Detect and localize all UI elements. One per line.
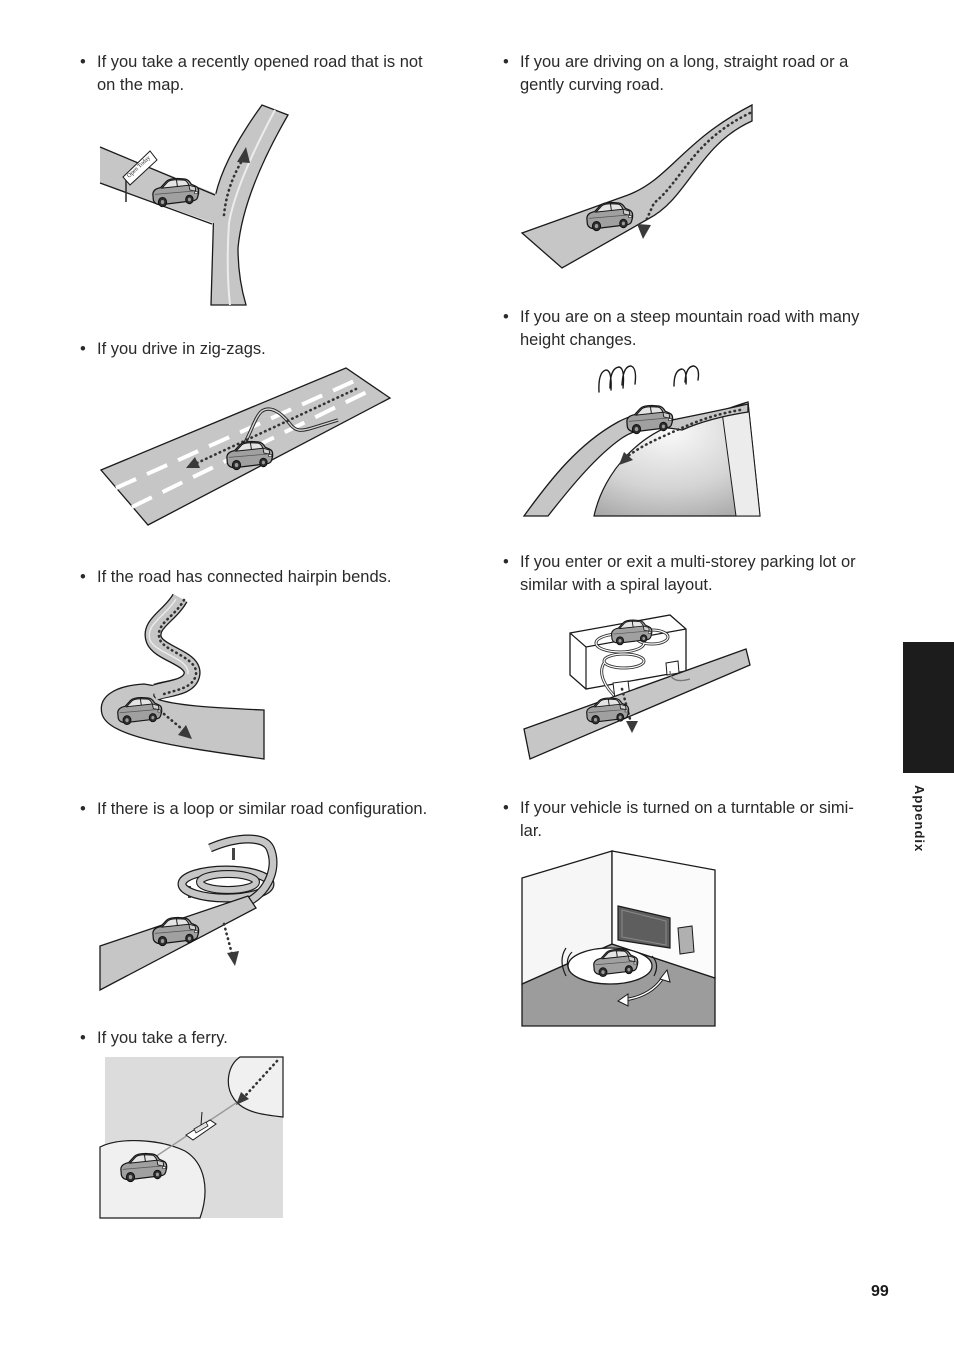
item-text-line: on the map. <box>97 76 185 94</box>
bullet: • <box>503 308 509 326</box>
bullet: • <box>80 800 86 818</box>
item-text-line: If the road has connected hairpin bends. <box>97 568 392 586</box>
item-text-line: lar. <box>520 822 543 840</box>
item-text-line: height changes. <box>520 331 637 349</box>
bullet: • <box>80 340 86 358</box>
bullet: • <box>503 53 509 71</box>
item-text-line: similar with a spiral layout. <box>520 576 713 594</box>
item-text-line: If your vehicle is turned on a turntable… <box>520 799 854 817</box>
bullet: • <box>80 1029 86 1047</box>
mountain-road-illustration <box>522 365 761 517</box>
item-text-line: If you take a ferry. <box>97 1029 228 1047</box>
long-road-illustration <box>520 103 753 269</box>
page-number: 99 <box>871 1283 889 1300</box>
vibration-icon <box>598 365 700 393</box>
bullet: • <box>503 799 509 817</box>
section-tab <box>903 642 954 773</box>
ferry-icon <box>185 1111 217 1141</box>
item-text-line: If you are driving on a long, straight r… <box>520 53 849 71</box>
item-text-line: If you enter or exit a multi-storey park… <box>520 553 856 571</box>
turntable-illustration <box>521 850 716 1027</box>
item-text-line: If you take a recently opened road that … <box>97 53 423 71</box>
ferry-illustration <box>99 1056 284 1219</box>
bullet: • <box>80 53 86 71</box>
bullet: • <box>503 553 509 571</box>
loop-road-illustration <box>99 834 278 992</box>
item-text-line: If there is a loop or similar road confi… <box>97 800 428 818</box>
item-text-line: gently curving road. <box>520 76 664 94</box>
bullet: • <box>80 568 86 586</box>
section-tab-label: Appendix <box>912 785 927 853</box>
zigzag-highway-illustration <box>99 367 392 526</box>
new-road-illustration: Open Today <box>99 104 289 306</box>
hairpin-road-illustration <box>100 593 265 760</box>
item-text-line: If you drive in zig-zags. <box>97 340 266 358</box>
parking-lot-illustration <box>523 614 751 760</box>
car-icon <box>626 404 674 435</box>
item-text-line: If you are on a steep mountain road with… <box>520 308 860 326</box>
